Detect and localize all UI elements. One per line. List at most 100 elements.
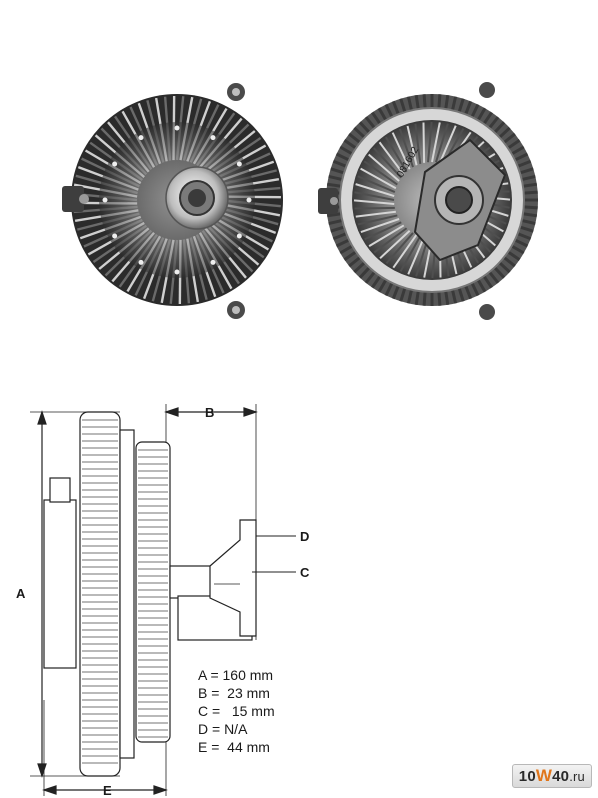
rear-tooth [451,96,458,111]
rear-tooth [353,126,366,139]
dim-d-label: D [300,529,309,544]
front-rib-bolt [210,259,216,265]
front-rib-bolt [112,233,118,239]
rear-tooth [358,121,371,134]
drawing-shaft [169,565,213,599]
rear-tooth [451,289,458,304]
rear-fin [354,206,395,210]
rear-tooth [517,232,532,241]
rear-hub-bore [445,186,473,214]
rear-tooth [348,132,362,144]
watermark-part-3: 40 [552,767,570,785]
rear-fin [431,122,441,163]
rear-tooth [519,225,534,233]
rear-tooth [335,238,350,248]
rear-fin [385,232,414,264]
front-radial-ribs [102,125,252,275]
rear-tooth [414,290,420,306]
rear-fin [399,235,422,272]
rear-tooth [384,282,394,297]
rear-tooth [521,174,536,181]
watermark-part-1: 10 [518,767,536,785]
rear-fin [414,123,422,164]
fan-clutch-front-photo [62,83,283,319]
front-rib-bolt [138,135,144,141]
rear-fin [407,236,426,275]
rear-tooth [348,256,362,268]
rear-fin [435,123,449,163]
rear-tooth [364,270,376,284]
rear-tooth [399,98,407,113]
rear-outer-teeth [326,94,538,306]
rear-fin [363,160,398,186]
rear-tooth [523,205,538,210]
drawing-rear-plate [43,499,77,669]
spec-b: B = 23 mm [198,685,270,701]
rear-tooth [328,174,343,181]
rear-tooth [444,290,450,306]
rear-fin [438,125,457,164]
rear-tooth [502,132,516,144]
rear-fin [355,183,395,197]
rear-tooth [521,219,536,226]
rear-tooth [371,111,382,125]
drawing-rear-plate-boss [49,477,71,503]
rear-tooth [470,282,480,297]
rear-tooth [488,270,500,284]
drawing-drive-fins [138,449,168,738]
dim-b-arrow-left [164,407,179,417]
front-lug-hole-bottom [232,306,240,314]
dim-c-label: C [300,565,310,580]
fan-clutch-side-drawing [30,404,296,796]
rear-fin [355,210,396,218]
watermark-part-2: W [535,766,553,785]
dim-e-label: E [103,783,112,798]
rear-tooth [391,100,400,115]
rear-fin [384,136,408,173]
rear-tooth [391,285,400,300]
drawing-flange [119,429,135,759]
rear-tooth [371,275,382,289]
rear-lug-hole [330,197,338,205]
rear-fin [360,167,397,190]
rear-tooth [343,250,357,261]
fan-clutch-rear-photo: 081602 [318,82,538,320]
rear-tooth [330,167,345,175]
rear-tooth [332,232,347,241]
rear-tooth [414,94,420,110]
rear-fin [357,214,398,226]
front-rib-bolt [236,233,242,239]
rear-tooth [339,145,354,156]
rear-fin [360,218,400,234]
rear-fin [353,199,395,205]
drawing-drive-section [135,441,171,743]
drawing-body-fins [82,419,118,764]
rear-tooth [522,182,538,188]
dim-a-arrow-top [37,410,47,425]
drawing-hub-flange [209,519,257,637]
rear-tooth [422,94,427,109]
rear-tooth [384,103,394,118]
rear-tooth [519,167,534,175]
front-rib-bolt [138,259,144,265]
rear-tooth [514,238,529,248]
rear-fin [373,227,408,254]
front-rib-bolt [210,135,216,141]
rear-tooth [457,98,465,113]
rear-tooth [464,100,473,115]
front-rib-bolt [236,161,242,167]
rear-tooth [437,94,442,109]
rear-tooth [510,244,525,255]
rear-tooth [343,139,357,150]
rear-fin [354,191,395,201]
front-rib-bolt [246,197,252,203]
rear-tooth [498,126,511,139]
rear-fin [406,125,418,166]
rear-tooth [498,261,511,274]
rear-tooth [437,291,442,306]
rear-tooth [476,278,487,293]
rear-tooth [502,256,516,268]
rear-tooth [422,291,427,306]
dim-e-arrow-right [153,785,168,795]
rear-tooth [493,121,506,134]
